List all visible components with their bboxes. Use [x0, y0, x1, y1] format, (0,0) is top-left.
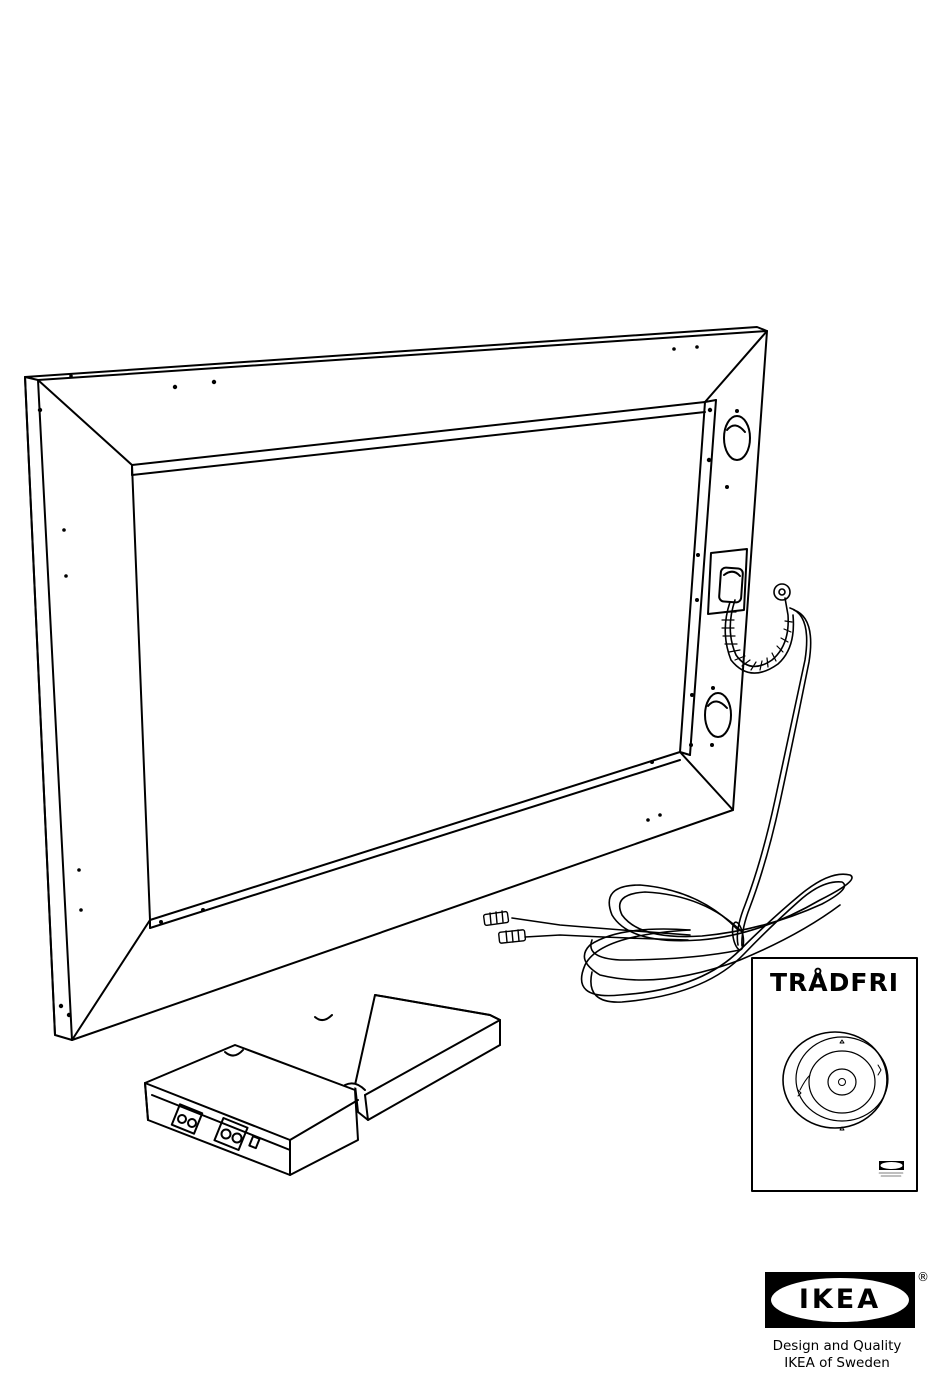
registered-mark: ®: [917, 1270, 929, 1284]
tagline-line-1: Design and Quality: [752, 1338, 922, 1355]
ikea-logo: IKEA: [765, 1272, 915, 1328]
brand-tagline: Design and Quality IKEA of Sweden: [752, 1338, 922, 1372]
tagline-line-2: IKEA of Sweden: [752, 1355, 922, 1372]
logo-text: IKEA: [765, 1272, 915, 1328]
led-driver-illustration: [145, 995, 500, 1175]
booklet-title: TRÅDFRI: [752, 968, 917, 997]
